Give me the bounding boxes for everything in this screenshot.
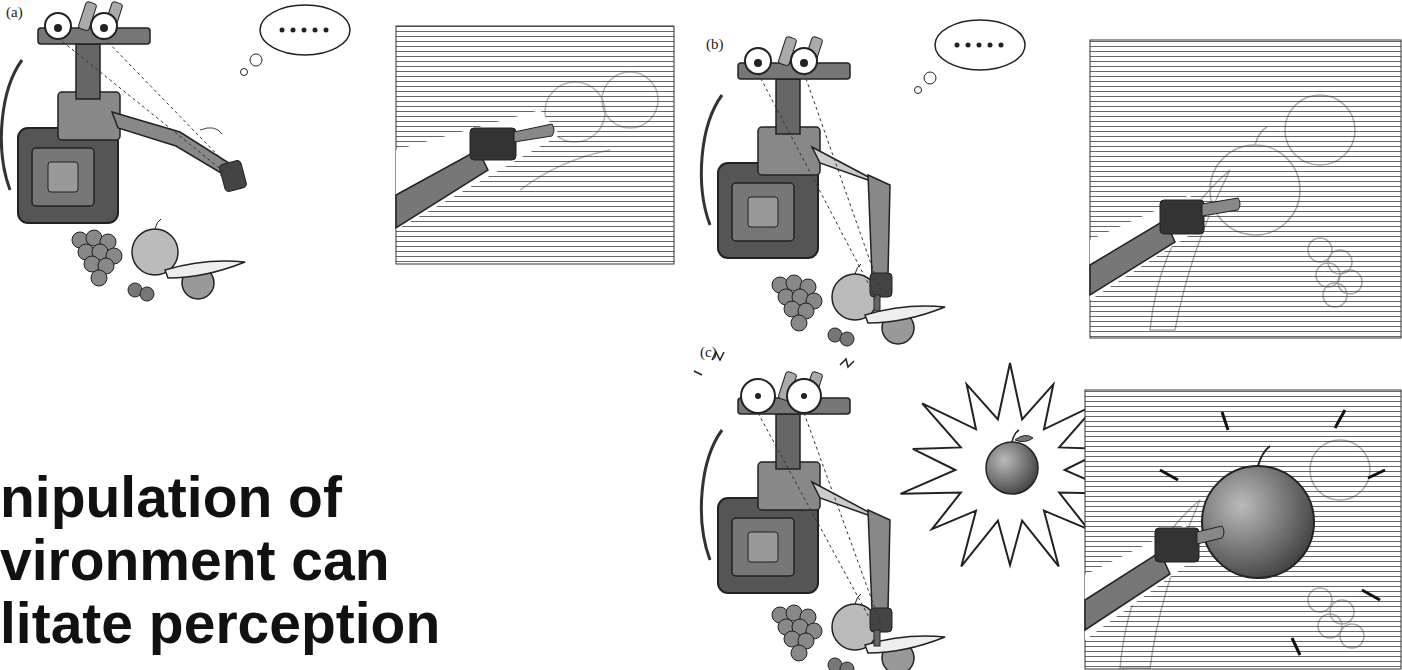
panel-label: (c) <box>700 344 717 361</box>
panel-label: (a) <box>6 4 23 21</box>
slide-heading: nipulation of vironment can litate perce… <box>0 466 460 655</box>
panel-label: (b) <box>706 36 724 53</box>
